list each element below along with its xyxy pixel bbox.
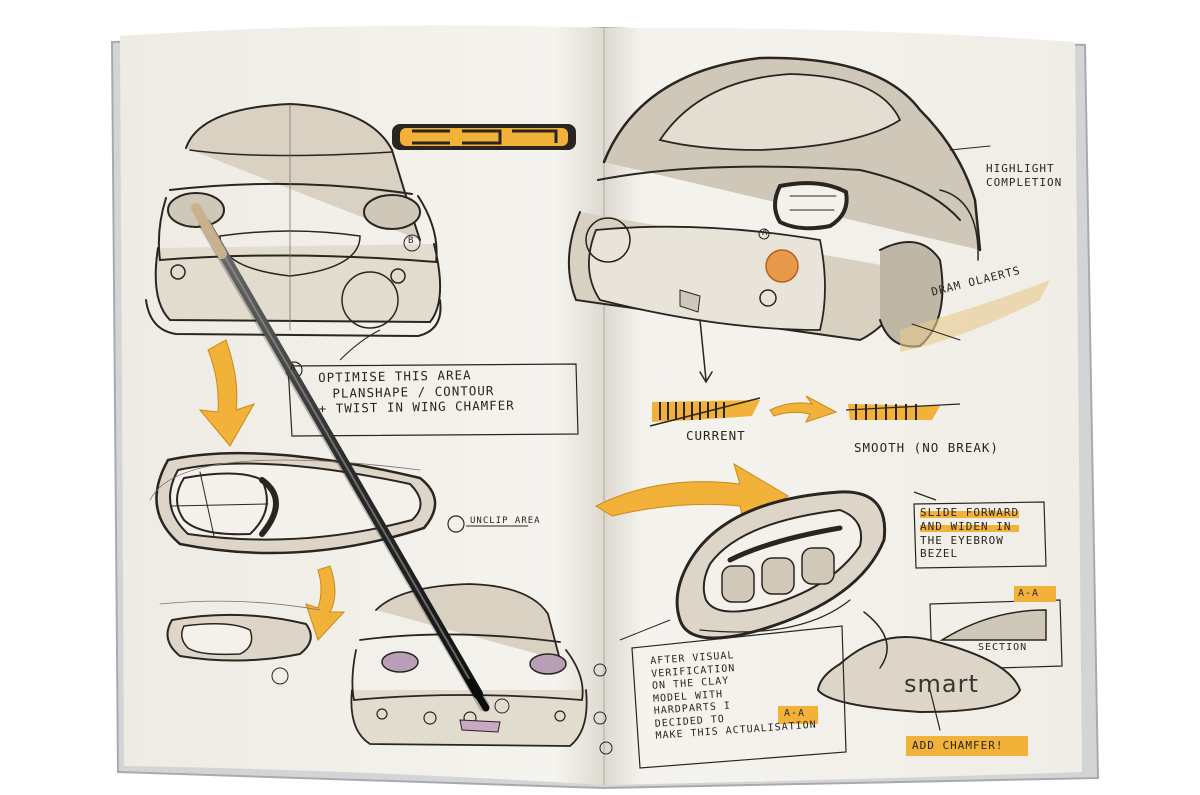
orange-badge-sketch [392, 124, 576, 150]
highlight-line-2: COMPLETION [986, 175, 1063, 189]
smooth-label: SMOOTH (NO BREAK) [854, 440, 999, 455]
verification-note-text: AFTER VISUAL VERIFICATION ON THE CLAY MO… [650, 645, 817, 744]
right-marker-a: A [762, 228, 769, 238]
slide-forward-box [913, 491, 1047, 569]
section-diagram [929, 586, 1063, 671]
orange-arrow-down-2 [305, 565, 346, 641]
headlamp-sketch-large [149, 451, 437, 555]
unclip-area-label: UNCLIP AREA [470, 516, 541, 526]
slide-line-3: THE EYEBROW [920, 533, 1004, 547]
slide-line-1: SLIDE FORWARD [920, 506, 1020, 520]
ballpoint-pen [191, 203, 490, 712]
current-label: CURRENT [686, 428, 746, 443]
left-marker-a: A [290, 363, 297, 373]
section-tag: A-A [1018, 588, 1040, 599]
left-annotation-text: OPTIMISE THIS AREA PLANSHAPE / CONTOUR +… [318, 367, 515, 417]
orange-arrow-large [594, 462, 789, 525]
smart-brand-text: smart [904, 670, 979, 698]
slide-line-2: AND WIDEN IN [920, 519, 1020, 534]
three-quarter-car-sketch [567, 56, 1050, 384]
slide-line-4: BEZEL [920, 547, 959, 561]
section-label: SECTION [978, 642, 1028, 653]
left-marker-b: B [408, 236, 415, 246]
headlamp-sketch-small [159, 600, 321, 685]
highlight-line-1: HIGHLIGHT [986, 162, 1055, 175]
aa-tag: A-A [784, 708, 806, 719]
orange-arrow-right-1 [769, 395, 838, 423]
smooth-profile-strip [845, 403, 961, 420]
headlamp-sketch-right [675, 490, 887, 640]
slide-forward-text: SLIDE FORWARD AND WIDEN IN THE EYEBROW B… [920, 506, 1020, 561]
smart-badge-sketch [816, 611, 1022, 731]
orange-arrow-down-1 [198, 339, 256, 447]
add-chamfer-label: ADD CHAMFER! [912, 739, 1004, 752]
current-profile-strip [649, 397, 761, 427]
verification-note-box [619, 619, 1028, 769]
highlight-completion-label: HIGHLIGHT COMPLETION [986, 162, 1062, 190]
